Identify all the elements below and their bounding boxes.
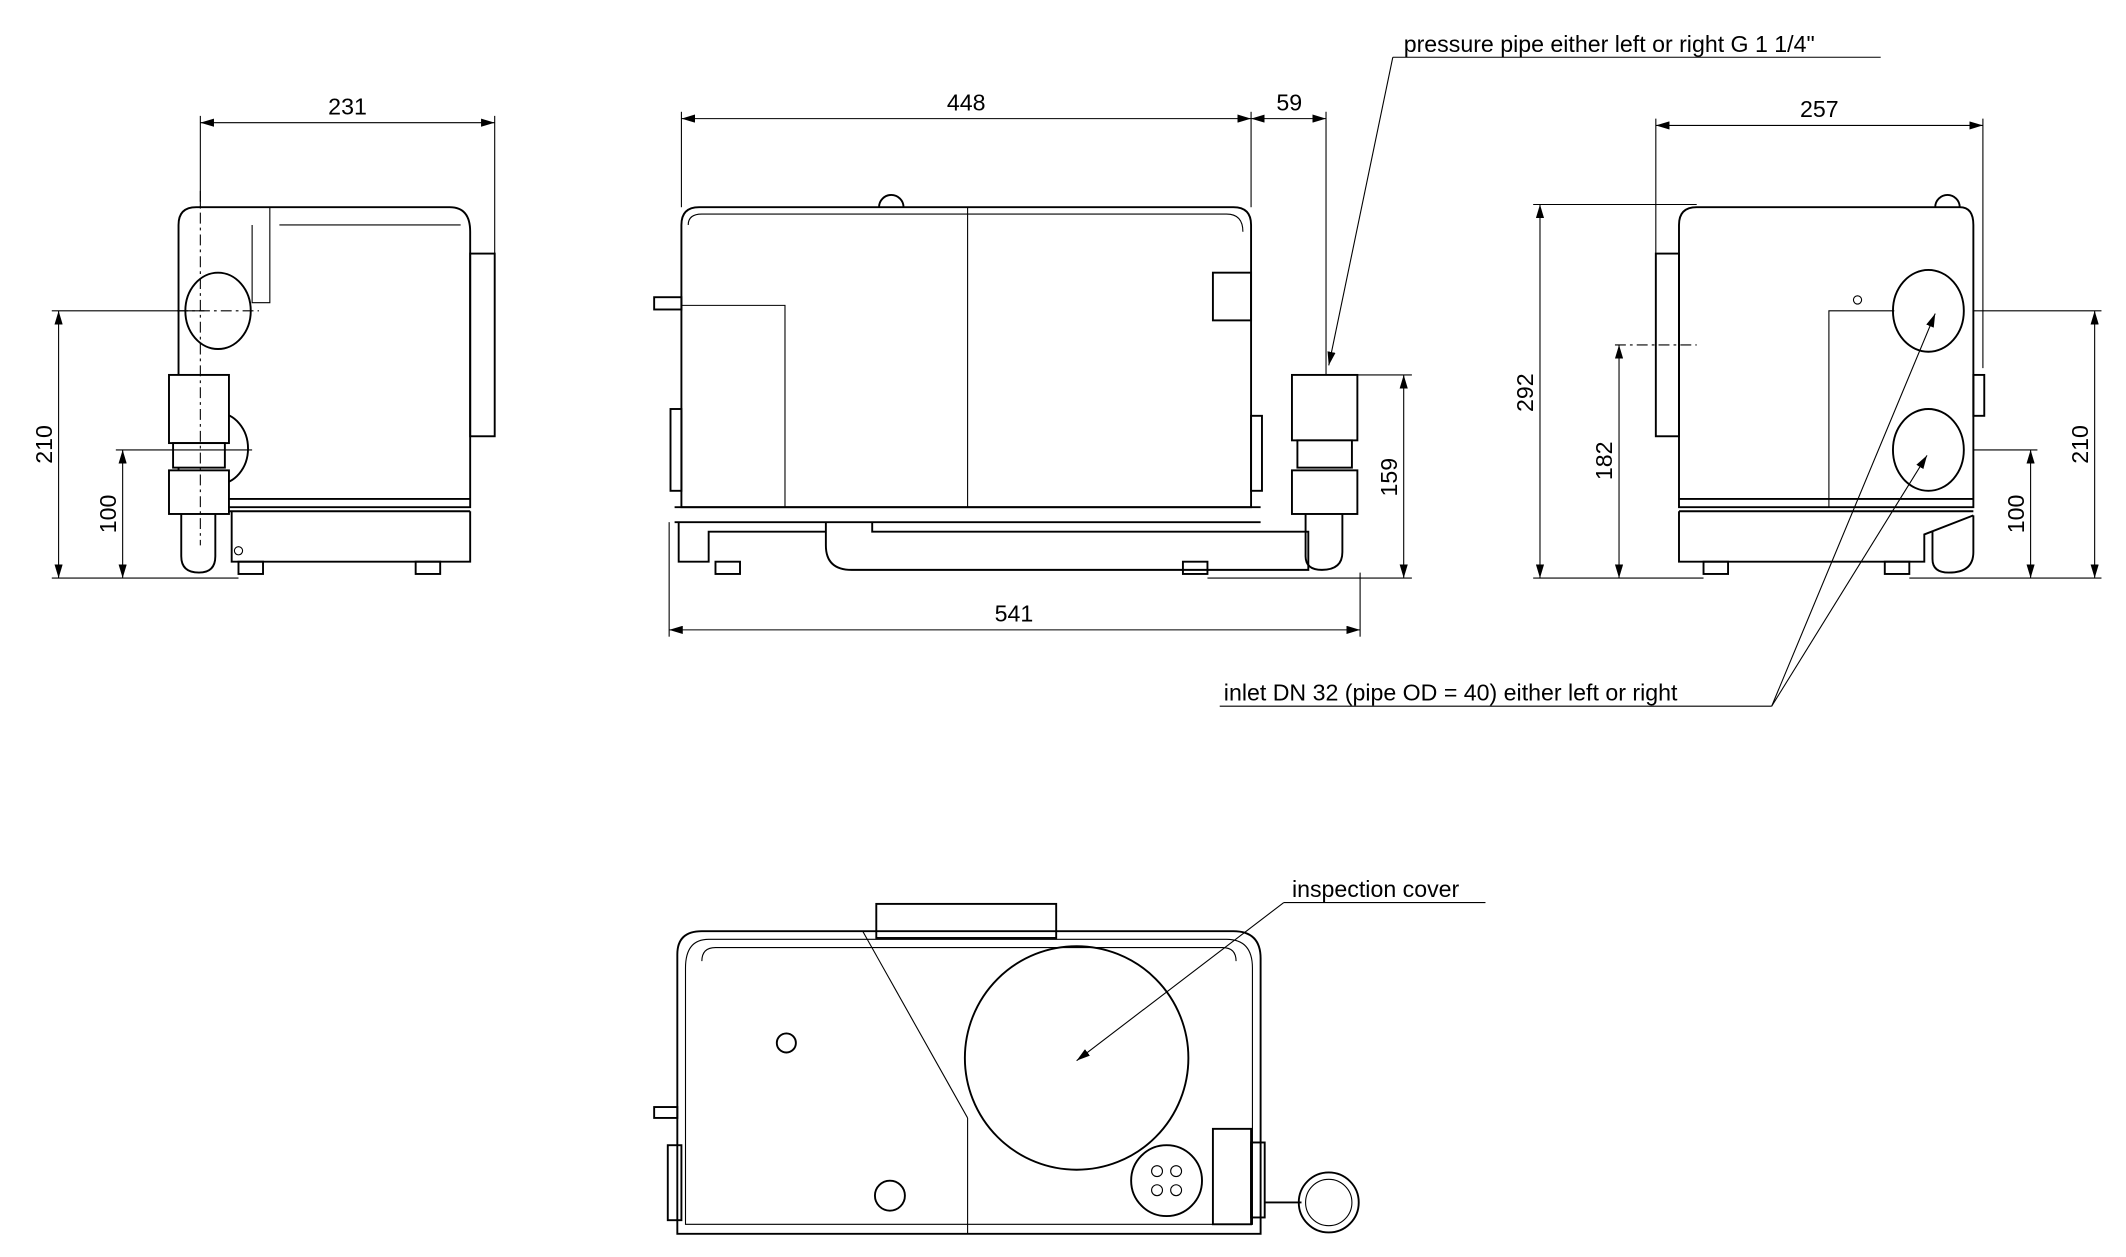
inspection-cover-circle [963,945,1190,1171]
dim-541: 541 [995,601,1034,627]
inspection-cover-callout: inspection cover [1076,876,1486,1062]
dim-210-left: 210 [31,425,57,464]
inlet-label: inlet DN 32 (pipe OD = 40) either left o… [1224,680,1678,706]
dim-231: 231 [328,94,367,120]
front-view [653,194,1359,575]
dim-182: 182 [1591,441,1617,480]
pressure-pipe-callout: pressure pipe either left or right G 1 1… [1327,31,1881,366]
inlet-callout: inlet DN 32 (pipe OD = 40) either left o… [1219,313,1936,707]
inspection-cover-label: inspection cover [1292,876,1460,902]
right-side-view [1614,194,1986,575]
top-view [653,902,1360,1235]
pressure-pipe-label: pressure pipe either left or right G 1 1… [1404,31,1815,57]
dim-448: 448 [947,89,986,115]
dim-59: 59 [1276,89,1302,115]
dim-257: 257 [1800,96,1839,122]
dim-100-left: 100 [95,495,121,534]
dimensions-left: 231 210 100 [31,94,496,579]
dim-100-right: 100 [2003,495,2029,534]
dimensions-front: 448 59 541 159 [668,89,1412,637]
left-side-view [168,190,496,575]
dimensions-right: 257 292 182 210 100 [1512,96,2102,579]
dim-210-right: 210 [2067,425,2093,464]
dim-159: 159 [1376,458,1402,497]
dim-292: 292 [1512,373,1538,412]
